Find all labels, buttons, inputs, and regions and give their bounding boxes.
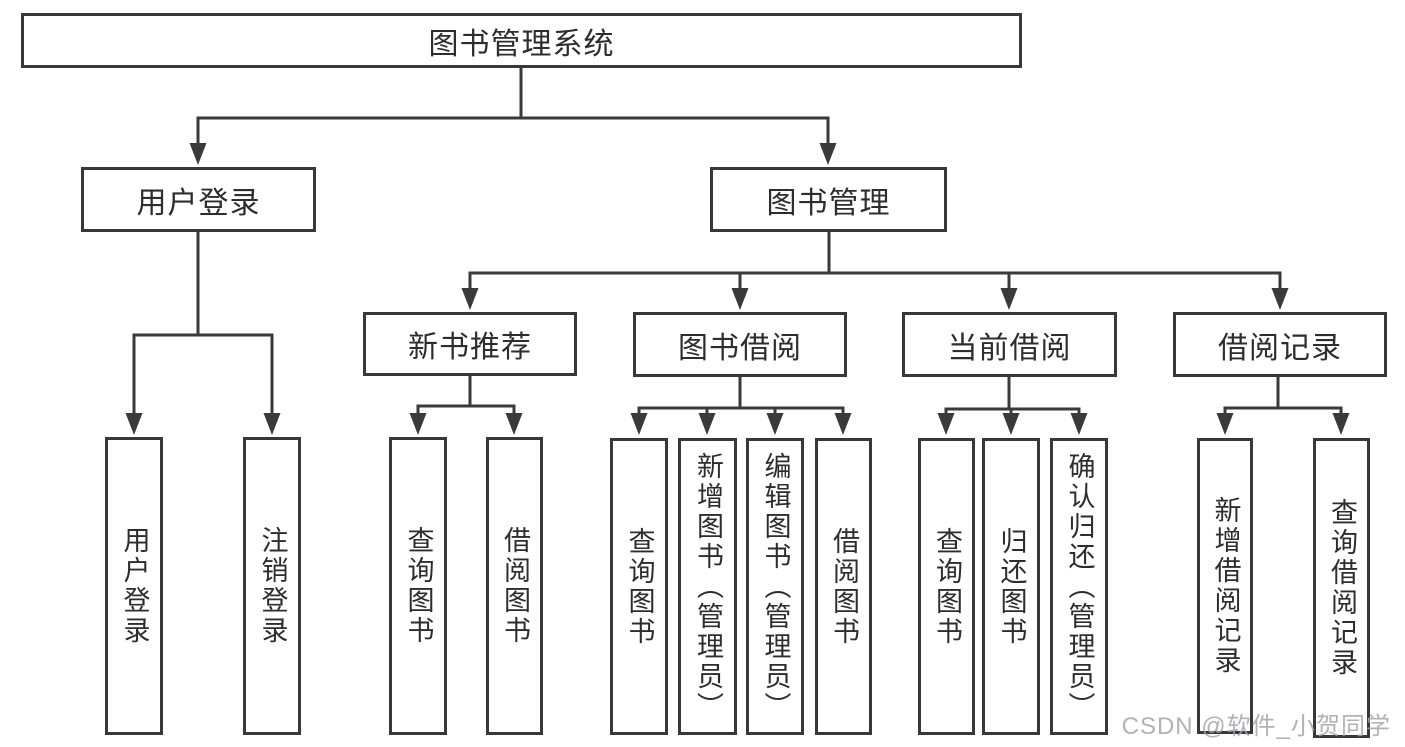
leaf-query-books-current: 查询图书 xyxy=(918,438,975,735)
leaf-label: 新增借阅记录 xyxy=(1210,496,1241,676)
arrowhead xyxy=(1271,288,1289,310)
leaf-label: 编辑图书（管理员） xyxy=(760,451,791,722)
leaf-edit-book-admin: 编辑图书（管理员） xyxy=(746,438,804,735)
arrowhead xyxy=(698,413,716,435)
leaf-label: 用户登录 xyxy=(119,526,150,646)
leaf-add-book-admin: 新增图书（管理员） xyxy=(678,438,737,735)
leaf-label: 借阅图书 xyxy=(829,526,859,647)
node-label: 当前借阅 xyxy=(947,331,1072,365)
leaf-confirm-return-admin: 确认归还（管理员） xyxy=(1050,438,1108,735)
node-label: 新书推荐 xyxy=(408,331,532,364)
node-user-login: 用户登录 xyxy=(81,167,316,232)
leaf-label: 确认归还（管理员） xyxy=(1064,451,1095,722)
leaf-query-books-recommend: 查询图书 xyxy=(389,437,447,735)
node-book-management: 图书管理 xyxy=(710,167,947,232)
leaf-return-book: 归还图书 xyxy=(982,438,1040,735)
node-library-management-system: 图书管理系统 xyxy=(21,13,1022,68)
leaf-add-borrow-record: 新增借阅记录 xyxy=(1197,438,1253,734)
arrowhead xyxy=(937,413,955,435)
arrowhead xyxy=(766,413,784,435)
node-label: 图书管理 xyxy=(766,186,891,220)
arrowhead xyxy=(1070,413,1088,435)
leaf-borrow-books-recommend: 借阅图书 xyxy=(486,437,543,735)
arrowhead xyxy=(505,413,523,435)
node-label: 用户登录 xyxy=(136,186,261,220)
arrowhead xyxy=(630,413,648,435)
leaf-label: 注销登录 xyxy=(257,526,288,646)
arrowhead xyxy=(1000,288,1018,310)
arrowhead xyxy=(731,288,749,310)
arrowhead xyxy=(409,413,427,435)
arrowhead xyxy=(461,288,479,310)
node-current-borrowing: 当前借阅 xyxy=(902,312,1117,377)
node-label: 图书借阅 xyxy=(678,331,802,365)
leaf-label: 借阅图书 xyxy=(500,526,530,646)
watermark: CSDN @软件_小贺同学 xyxy=(1121,713,1391,740)
arrowhead xyxy=(819,143,837,165)
leaf-user-login: 用户登录 xyxy=(105,437,163,735)
node-book-borrowing: 图书借阅 xyxy=(633,312,847,377)
leaf-query-borrow-record: 查询借阅记录 xyxy=(1313,438,1370,738)
leaf-label: 查询借阅记录 xyxy=(1327,498,1357,678)
leaf-logout: 注销登录 xyxy=(243,437,301,735)
arrowhead xyxy=(263,413,281,435)
leaf-borrow-books: 借阅图书 xyxy=(815,438,872,735)
leaf-label: 新增图书（管理员） xyxy=(693,451,723,722)
node-borrowing-records: 借阅记录 xyxy=(1173,312,1387,377)
leaf-label: 查询图书 xyxy=(932,526,962,647)
leaf-label: 查询图书 xyxy=(624,526,655,647)
arrowhead xyxy=(1216,413,1234,435)
node-label: 图书管理系统 xyxy=(428,27,615,61)
arrowhead xyxy=(834,413,852,435)
arrowhead xyxy=(1332,413,1350,435)
node-new-book-recommend: 新书推荐 xyxy=(363,312,577,376)
arrowhead xyxy=(1002,413,1020,435)
leaf-query-books-borrow: 查询图书 xyxy=(610,438,668,735)
leaf-label: 归还图书 xyxy=(996,526,1027,647)
leaf-label: 查询图书 xyxy=(403,526,434,646)
node-label: 借阅记录 xyxy=(1218,331,1342,365)
arrowhead xyxy=(189,143,207,165)
arrowhead xyxy=(125,413,143,435)
